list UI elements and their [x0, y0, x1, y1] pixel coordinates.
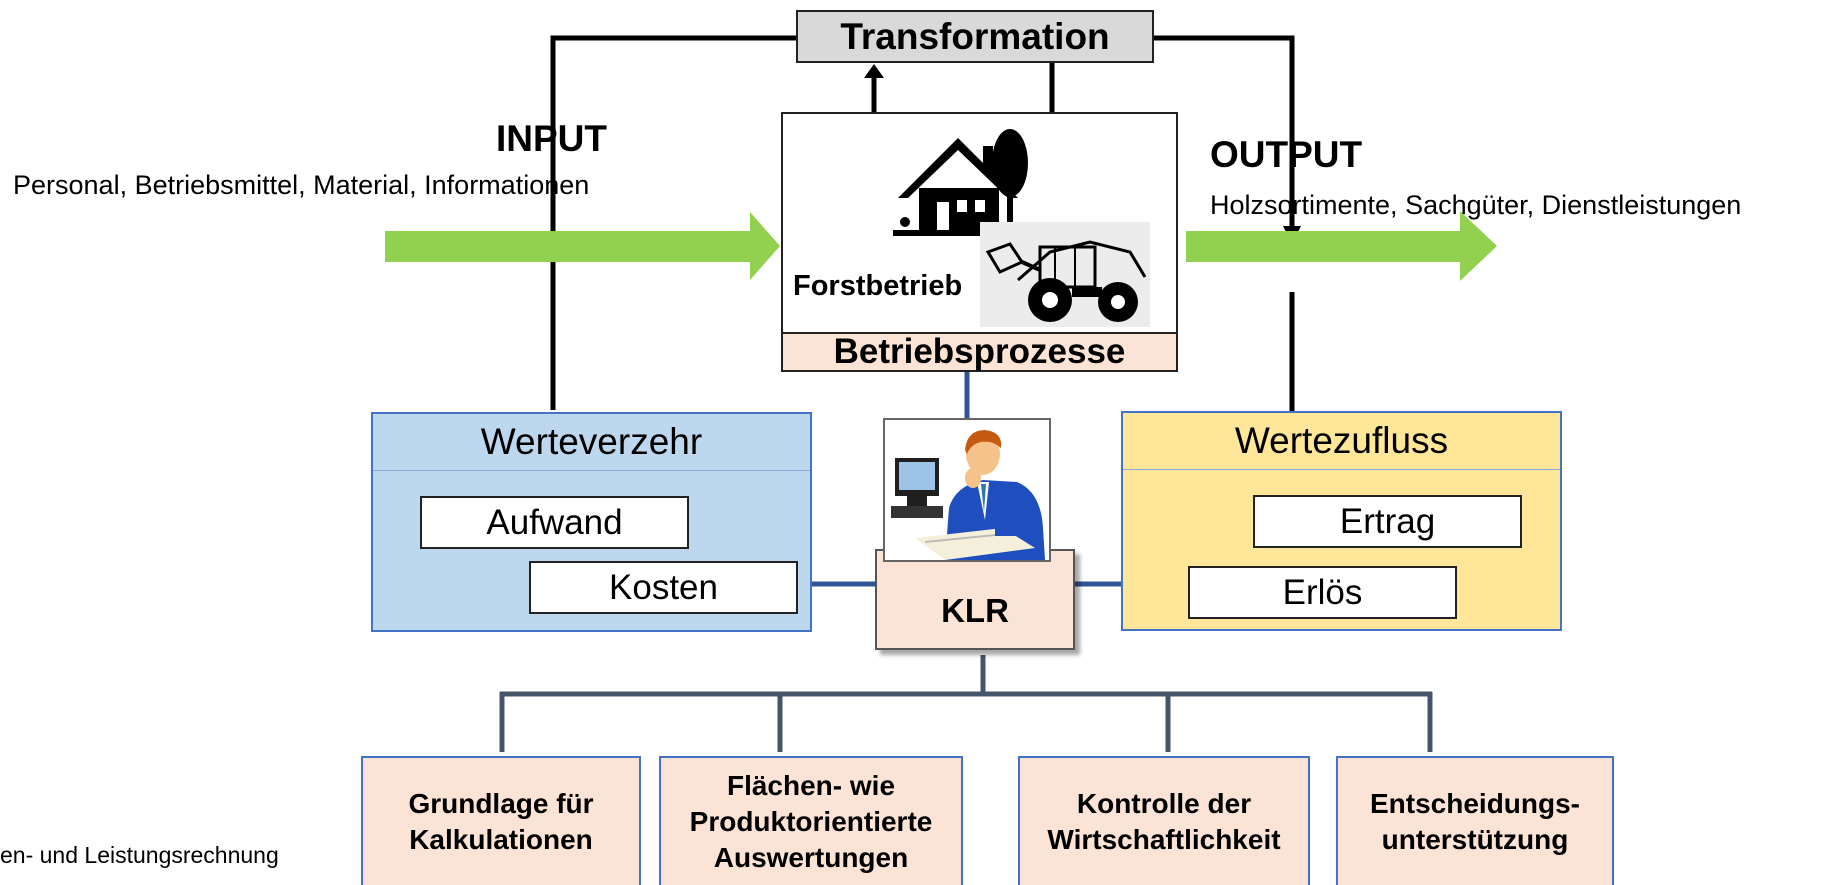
- house-tree-icon: [893, 129, 1031, 236]
- bottom-box-2-line-1: Flächen- wie: [726, 769, 896, 801]
- forestry-machine-icon: [980, 222, 1150, 327]
- output-title: OUTPUT: [1210, 134, 1363, 175]
- klr-box: KLR: [875, 549, 1075, 650]
- kosten-box: Kosten: [529, 561, 798, 614]
- bottom-box-1-line-1: Grundlage für: [408, 787, 594, 819]
- input-title: INPUT: [496, 118, 607, 159]
- output-green-arrow: [1186, 211, 1497, 281]
- input-items: Personal, Betriebsmittel, Material, Info…: [13, 170, 590, 200]
- bottom-box-3-line-1: Kontrolle der: [1076, 787, 1252, 819]
- werteverzehr-title: Werteverzehr: [373, 414, 810, 471]
- erloes-box: Erlös: [1188, 566, 1457, 619]
- bottom-box-3-line-2: Wirtschaftlichkeit: [1047, 823, 1281, 855]
- accountant-icon: [891, 430, 1045, 560]
- bottom-box-auswertungen: Flächen- wie Produktorientierte Auswertu…: [659, 756, 963, 885]
- bottom-box-2-line-2: Produktorientierte: [689, 805, 933, 837]
- bottom-box-4-line-1: Entscheidungs-: [1369, 787, 1580, 819]
- footnote: en- und Leistungsrechnung: [0, 842, 279, 868]
- bottom-box-2-line-3: Auswertungen: [713, 841, 909, 873]
- transformation-box: Transformation: [796, 10, 1154, 63]
- accountant-image: [883, 418, 1051, 562]
- input-green-arrow: [385, 212, 780, 280]
- bottom-box-entscheidungsunterstuetzung: Entscheidungs- unterstützung: [1336, 756, 1614, 885]
- output-loop-line: [1154, 35, 1295, 240]
- bottom-box-kalkulationen: Grundlage für Kalkulationen: [361, 756, 641, 885]
- betriebsprozesse-label: Betriebsprozesse: [783, 332, 1176, 371]
- klr-label: KLR: [941, 591, 1009, 629]
- aufwand-box: Aufwand: [420, 496, 689, 549]
- bottom-box-wirtschaftlichkeit: Kontrolle der Wirtschaftlichkeit: [1018, 756, 1310, 885]
- output-items: Holzsortimente, Sachgüter, Dienstleistun…: [1210, 190, 1742, 220]
- center-up-arrowhead: [864, 64, 884, 78]
- forstbetrieb-label: Forstbetrieb: [793, 270, 963, 302]
- bottom-box-4-line-2: unterstützung: [1381, 823, 1569, 855]
- input-loop-line: [550, 35, 796, 410]
- wertezufluss-title: Wertezufluss: [1123, 413, 1560, 470]
- ertrag-box: Ertrag: [1253, 495, 1522, 548]
- bottom-box-1-line-2: Kalkulationen: [409, 823, 593, 855]
